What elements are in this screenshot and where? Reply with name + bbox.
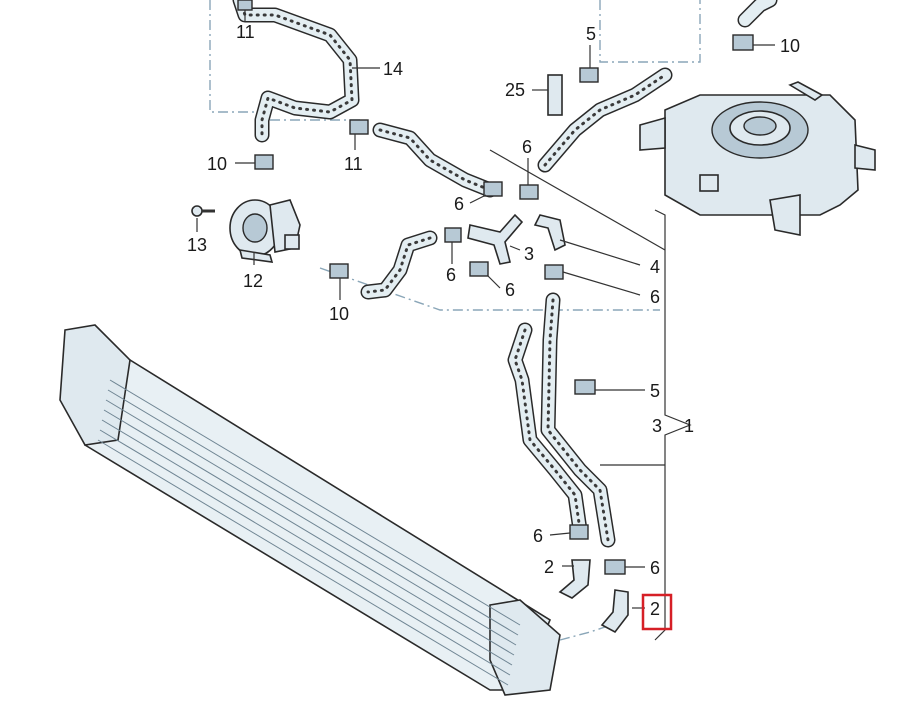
reference-lines	[209, 0, 701, 641]
callout-3-a: 3	[524, 244, 534, 264]
callout-labels: 11 14 10 11 13 12 10 5 25 10 6 6 3 6 6 4…	[187, 22, 800, 619]
callout-6-a: 6	[522, 137, 532, 157]
callout-3-b: 3	[652, 416, 662, 436]
bolt	[191, 205, 215, 217]
callout-2-left: 2	[544, 557, 554, 577]
radiator-fins	[97, 379, 521, 686]
callout-25: 25	[505, 80, 525, 100]
highlight-box	[641, 593, 673, 631]
callout-2-right: 2	[650, 599, 660, 619]
hoses	[232, 0, 778, 548]
callout-6-c: 6	[446, 265, 456, 285]
callout-11-top: 11	[236, 22, 255, 42]
callout-6-d: 6	[505, 280, 515, 300]
callout-1: 1	[684, 416, 694, 436]
callout-12: 12	[243, 271, 263, 291]
callout-10-right: 10	[780, 36, 800, 56]
callout-13: 13	[187, 235, 207, 255]
callout-10-bottom: 10	[329, 304, 349, 324]
clamps	[237, 0, 754, 575]
callout-6-b: 6	[454, 194, 464, 214]
callout-4: 4	[650, 257, 660, 277]
callout-5-top: 5	[586, 24, 596, 44]
callout-5-bottom: 5	[650, 381, 660, 401]
callout-14: 14	[383, 59, 403, 79]
expansion-tank	[639, 81, 876, 236]
callout-10-left: 10	[207, 154, 227, 174]
callout-6-g: 6	[650, 558, 660, 578]
callout-11-mid: 11	[344, 154, 363, 174]
callout-6-f: 6	[533, 526, 543, 546]
callout-6-e: 6	[650, 287, 660, 307]
y-connector	[467, 213, 524, 265]
coolant-pump	[229, 199, 301, 263]
radiator	[59, 324, 561, 696]
connectors	[533, 214, 629, 634]
